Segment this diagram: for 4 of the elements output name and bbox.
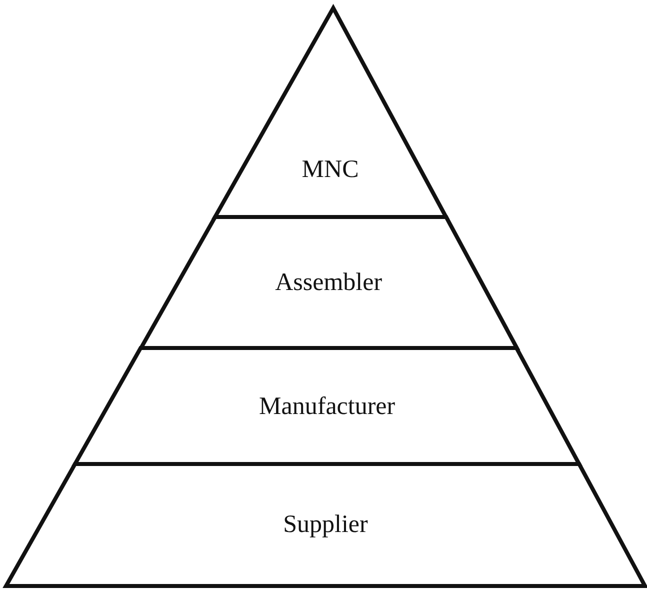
tier-label: MNC (302, 156, 359, 184)
tier-label: Assembler (275, 269, 382, 297)
tier-label: Manufacturer (259, 393, 396, 421)
tier-label: Supplier (283, 511, 368, 539)
